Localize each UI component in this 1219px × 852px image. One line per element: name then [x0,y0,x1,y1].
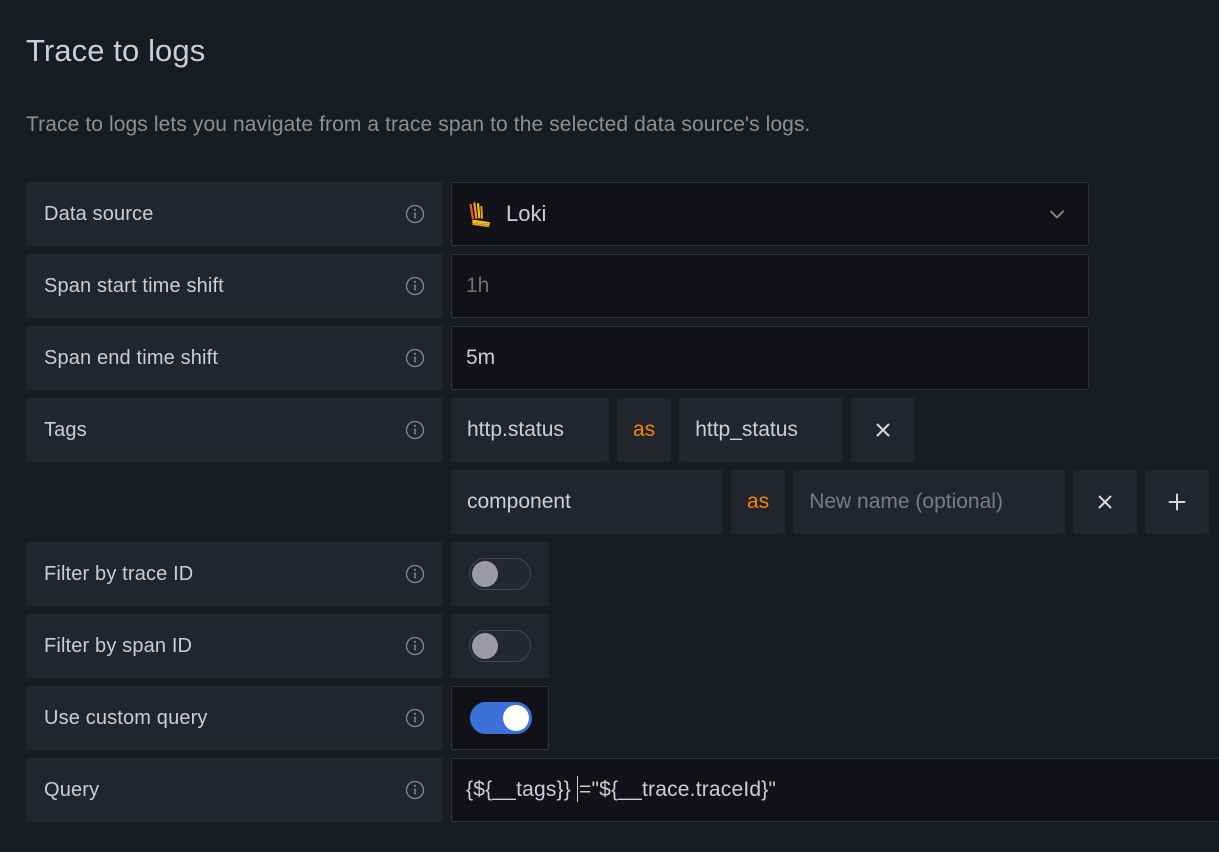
text-caret [577,776,578,802]
span-end-time-shift-value: 5m [466,346,496,369]
label-cell-use-custom-query: Use custom query [26,686,443,750]
filter-by-span-id-toggle-cell[interactable] [451,614,549,678]
data-source-selected-value: Loki [506,201,547,226]
filter-by-trace-id-toggle[interactable] [469,558,531,590]
label-cell-span-end-time-shift: Span end time shift [26,326,443,390]
tag-key-input[interactable]: component [451,470,723,534]
field-row-filter-by-trace-id: Filter by trace ID [26,542,1219,606]
label-cell-tags-spacer [26,470,443,534]
field-cell-data-source: Loki [451,182,1219,246]
trace-to-logs-form: Data source [26,182,1219,830]
tag-value-placeholder: New name (optional) [809,490,1003,513]
close-icon [1098,495,1112,509]
field-cell-use-custom-query [451,686,1219,750]
query-value-before-caret: {${__tags}} [466,778,571,801]
info-circle-icon[interactable] [405,204,425,224]
field-cell-tags-row-1: http.status as http_status [451,398,1219,462]
label-tags: Tags [44,418,87,441]
toggle-knob [503,705,529,731]
tag-add-button[interactable] [1145,470,1210,534]
label-query: Query [44,778,100,801]
field-row-tags-extra: component as New name (optional) [26,470,1219,534]
field-cell-span-start-time-shift: 1h [451,254,1219,318]
label-cell-tags: Tags [26,398,443,462]
field-cell-query: {${__tags}} ="${__trace.traceId}" [451,758,1219,822]
field-cell-filter-by-trace-id [451,542,1219,606]
data-source-select-content: Loki [466,200,546,228]
tag-remove-button[interactable] [1073,470,1138,534]
tag-row: component as New name (optional) [451,470,1210,534]
tag-key-input[interactable]: http.status [451,398,609,462]
page-description: Trace to logs lets you navigate from a t… [26,113,811,136]
field-row-filter-by-span-id: Filter by span ID [26,614,1219,678]
info-circle-icon[interactable] [405,708,425,728]
toggle-knob [472,561,498,587]
field-row-tags: Tags http.status as http_status [26,398,1219,462]
close-icon [876,423,890,437]
field-row-span-end-time-shift: Span end time shift 5m [26,326,1219,390]
info-circle-icon[interactable] [405,276,425,296]
label-cell-span-start-time-shift: Span start time shift [26,254,443,318]
toggle-knob [472,633,498,659]
field-row-data-source: Data source [26,182,1219,246]
info-circle-icon[interactable] [405,780,425,800]
field-row-query: Query {${__tags}} ="${__trace.traceId}" [26,758,1219,822]
loki-logo-icon [469,202,490,228]
span-start-time-shift-placeholder: 1h [466,274,490,297]
page-title: Trace to logs [26,33,206,68]
filter-by-span-id-toggle[interactable] [469,630,531,662]
label-cell-filter-by-span-id: Filter by span ID [26,614,443,678]
tag-value-input[interactable]: http_status [679,398,844,462]
info-circle-icon[interactable] [405,636,425,656]
field-cell-tags-row-2: component as New name (optional) [451,470,1219,534]
tag-value-input[interactable]: New name (optional) [793,470,1066,534]
field-row-span-start-time-shift: Span start time shift 1h [26,254,1219,318]
span-start-time-shift-input[interactable]: 1h [451,254,1089,318]
use-custom-query-toggle-cell[interactable] [451,686,549,750]
label-span-start-time-shift: Span start time shift [44,274,224,297]
label-use-custom-query: Use custom query [44,706,208,729]
tag-as-label: as [731,470,786,534]
info-circle-icon[interactable] [405,564,425,584]
field-cell-filter-by-span-id [451,614,1219,678]
data-source-select[interactable]: Loki [451,182,1089,246]
info-circle-icon[interactable] [405,420,425,440]
info-circle-icon[interactable] [405,348,425,368]
span-end-time-shift-input[interactable]: 5m [451,326,1089,390]
query-input[interactable]: {${__tags}} ="${__trace.traceId}" [451,758,1219,822]
label-cell-data-source: Data source [26,182,443,246]
field-cell-span-end-time-shift: 5m [451,326,1219,390]
label-cell-query: Query [26,758,443,822]
tag-row: http.status as http_status [451,398,916,462]
label-span-end-time-shift: Span end time shift [44,346,219,369]
label-filter-by-trace-id: Filter by trace ID [44,562,194,585]
plus-icon [1168,493,1186,511]
chevron-down-icon[interactable] [1046,203,1068,225]
label-data-source: Data source [44,202,154,225]
label-filter-by-span-id: Filter by span ID [44,634,193,657]
query-value-after-caret: ="${__trace.traceId}" [579,778,777,801]
tag-remove-button[interactable] [851,398,916,462]
field-row-use-custom-query: Use custom query [26,686,1219,750]
filter-by-trace-id-toggle-cell[interactable] [451,542,549,606]
tag-as-label: as [617,398,672,462]
label-cell-filter-by-trace-id: Filter by trace ID [26,542,443,606]
use-custom-query-toggle[interactable] [470,702,532,734]
